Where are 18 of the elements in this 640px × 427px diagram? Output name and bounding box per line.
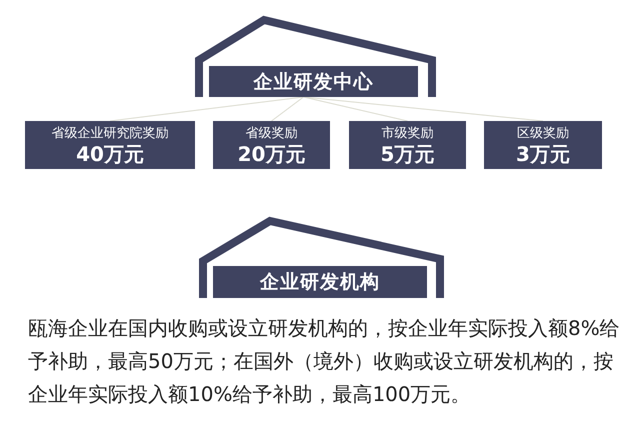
connector-line xyxy=(271,96,304,122)
award-amount: 20万元 xyxy=(238,142,306,166)
description-paragraph: 瓯海企业在国内收购或设立研发机构的，按企业年实际投入额8%给予补助，最高50万元；在国外（境外）收购或设立研发机构的，按企业年实际投入额10%给予补助，最高100万元。 xyxy=(28,315,620,408)
award-level: 省级企业研究院奖励 xyxy=(52,124,168,142)
award-amount: 3万元 xyxy=(516,142,570,166)
award-box xyxy=(213,121,330,169)
title-banner: 企业研发机构 xyxy=(213,266,427,298)
award-level: 区级奖励 xyxy=(517,124,569,142)
connector-line xyxy=(303,96,408,122)
award-box xyxy=(349,121,466,169)
title-banner: 企业研发中心 xyxy=(209,66,418,97)
award-level: 市级奖励 xyxy=(382,124,434,142)
award-amount: 5万元 xyxy=(380,142,434,166)
award-box xyxy=(484,121,602,169)
connector-line xyxy=(110,96,304,122)
award-box xyxy=(25,121,195,169)
award-level: 省级奖励 xyxy=(246,124,298,142)
award-amount: 40万元 xyxy=(76,142,144,166)
